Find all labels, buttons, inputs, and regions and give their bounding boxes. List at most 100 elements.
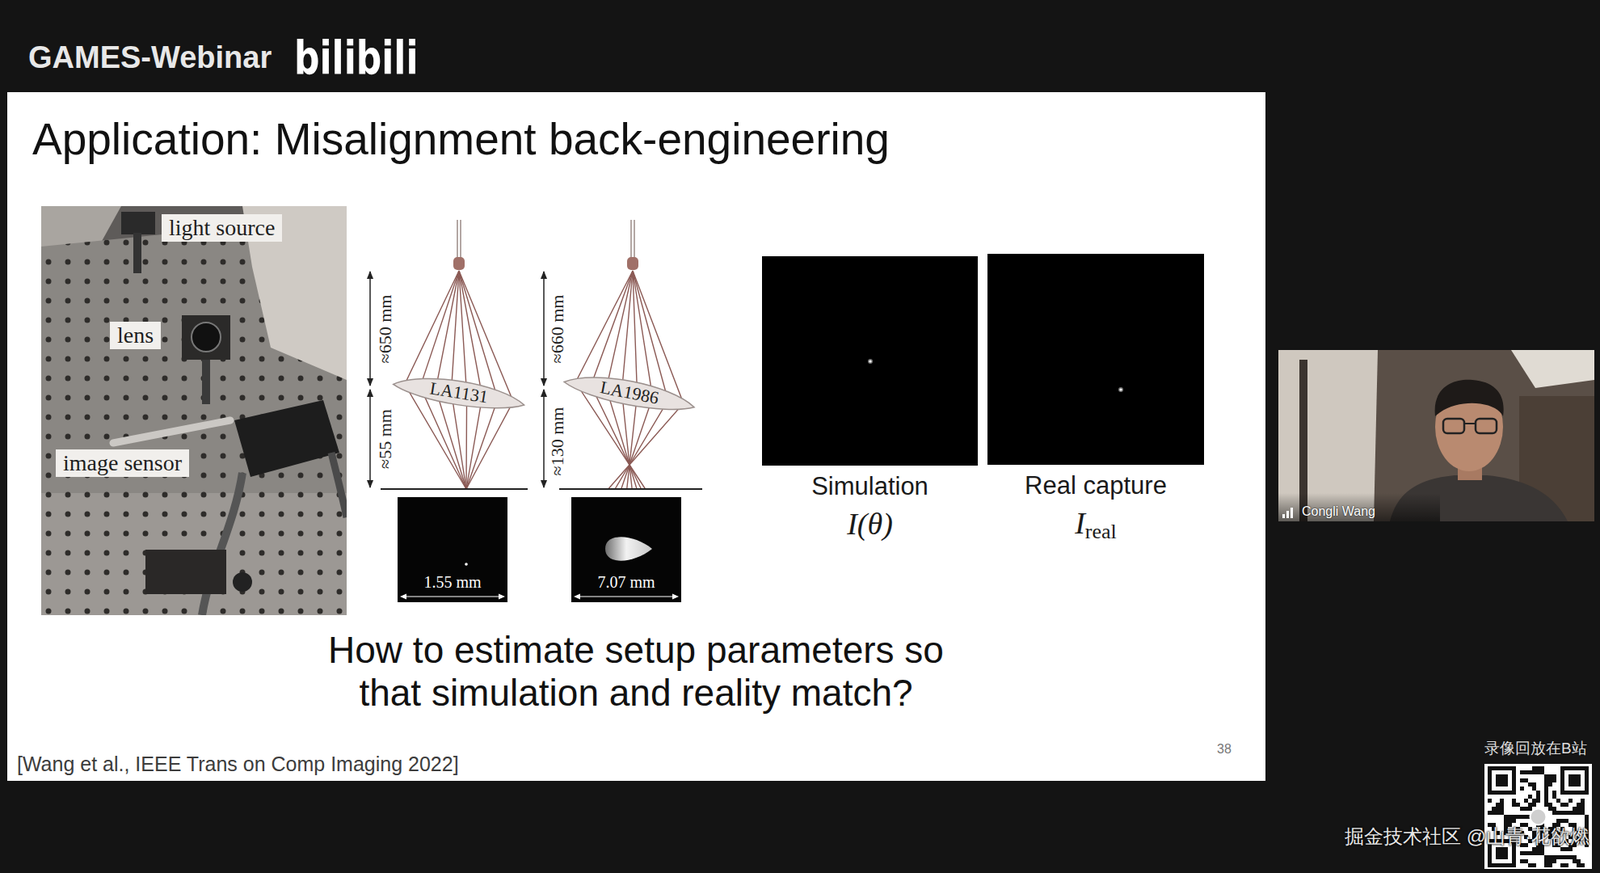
qr-module [1536,850,1541,855]
qr-finder [1564,770,1585,791]
qr-module [1503,814,1508,819]
led-lead [630,219,632,259]
qr-module [1576,810,1581,815]
qr-module [1564,863,1569,868]
qr-module [1564,802,1569,807]
qr-module [1544,794,1549,799]
arrow-head [400,593,407,600]
qr-module [1507,814,1512,819]
qr-module [1520,858,1525,864]
qr-module [1499,802,1504,807]
part-name: lens [109,321,161,350]
qr-module [1548,774,1553,779]
qr-module [1548,854,1553,859]
cable [331,452,347,518]
qr-module [1584,818,1589,823]
node-subtitle: Ireal [987,505,1205,550]
arrow-head [672,593,679,600]
qr-module [1548,858,1553,864]
qr-module [1528,782,1533,787]
room-ground [1278,349,1595,522]
qr-finder [1487,766,1516,795]
qr-finder [1495,846,1508,859]
qr-module [1564,818,1569,823]
qr-code [1487,766,1589,868]
glasses [1475,418,1497,434]
node-subtitle: I(θ) [762,505,978,542]
blur-spot [605,536,653,560]
qr-module [1532,802,1537,807]
led-lead [456,219,459,259]
qr-module [1487,810,1492,815]
sensor-mount [145,549,227,594]
question-text: How to estimate setup parameters so that… [312,628,960,715]
dimension-arrow [369,389,371,488]
qr-module [1544,782,1549,787]
qr-module [1544,798,1549,803]
qr-module [1499,806,1504,811]
slide-background [7,92,1266,781]
focus-spot [464,562,468,566]
qr-module [1511,814,1516,819]
table-holes [41,492,347,615]
qr-module [1580,798,1585,803]
sensor-image: 1.55 mm [397,496,508,603]
qr-module [1544,790,1549,795]
focus-spot [868,359,872,363]
node-label: 7.07 mm [597,572,655,591]
qr-module [1532,850,1537,855]
qr-module [1576,863,1581,868]
hair [1435,379,1504,417]
qr-module [1528,850,1533,855]
qr-module [1532,846,1537,851]
qr-module [1552,790,1557,795]
qr-module [1544,778,1549,783]
dimension-arrow [543,389,545,488]
qr-module [1544,786,1549,791]
led-bulb [453,256,465,270]
qr-module [1524,858,1529,864]
qr-module [1495,810,1500,815]
dimension: ≈130 mm [547,407,568,476]
qr-module [1536,770,1541,775]
dimension-arrow [369,271,371,386]
signal-icon [1282,513,1285,518]
qr-module [1564,810,1569,815]
qr-module [1556,854,1561,859]
qr-module [1524,814,1529,819]
qr-module [1524,850,1529,855]
qr-module [1584,814,1589,819]
qr-code [1484,763,1592,869]
qr-module [1552,810,1557,815]
qr-module [1560,846,1565,851]
light-ray [458,270,483,489]
node-label: LA1131 [428,378,489,406]
led-lead [459,219,462,259]
qr-module [1524,770,1529,775]
qr-module [1536,766,1541,771]
qr-logo [1530,808,1547,826]
qr-module [1560,863,1565,868]
qr-module [1548,806,1553,811]
qr-module [1520,786,1525,791]
node-label: 1.55 mm [423,572,481,591]
qr-module [1576,806,1581,811]
lower-table [41,492,347,615]
wrench [113,420,231,443]
qr-module [1532,863,1537,868]
lens-shape: LA1986 [558,362,700,424]
qr-module [1576,858,1581,864]
qr-module [1568,846,1573,851]
qr-module [1532,782,1537,787]
screw [232,572,253,592]
qr-module [1560,810,1565,815]
qr-module [1520,814,1525,819]
image-area [987,253,1205,465]
qr-module [1524,798,1529,803]
qr-module [1544,858,1549,864]
qr-finder [1491,770,1512,791]
qr-module [1503,818,1508,823]
qr-module [1491,806,1496,811]
focus-spot [1119,387,1122,391]
